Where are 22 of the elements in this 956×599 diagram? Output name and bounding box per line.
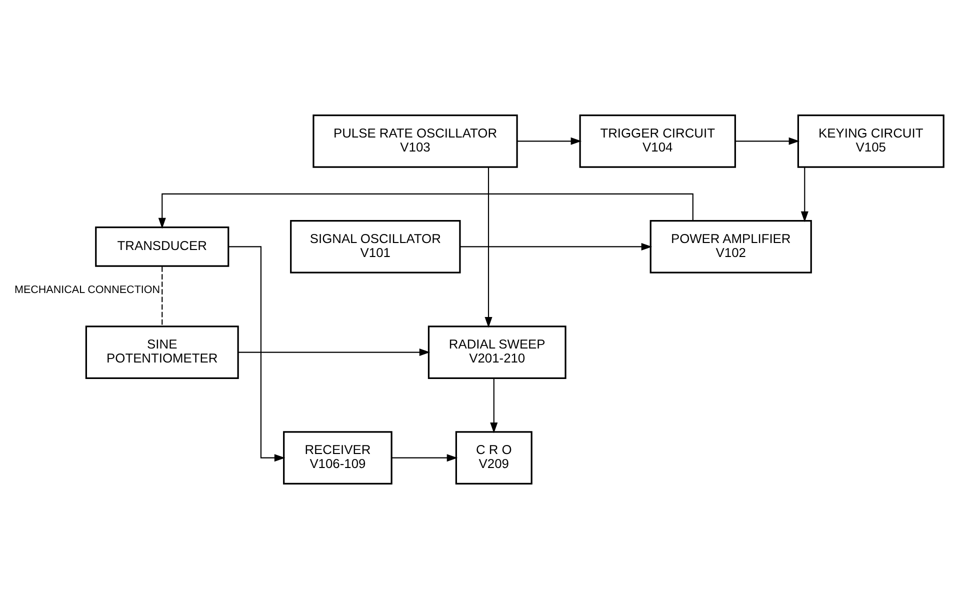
node-box: TRIGGER CIRCUIT V104 — [579, 114, 736, 168]
arrow — [460, 242, 652, 250]
arrow — [484, 167, 492, 328]
arrow — [517, 137, 582, 145]
arrow — [238, 348, 430, 356]
connector — [162, 266, 163, 326]
arrow — [158, 193, 694, 229]
node-box: KEYING CIRCUIT V105 — [797, 114, 944, 168]
node-box: PULSE RATE OSCILLATOR V103 — [312, 114, 518, 168]
node-box: RADIAL SWEEP V201-210 — [428, 326, 566, 379]
arrow — [228, 246, 286, 462]
arrow — [490, 378, 498, 434]
edge-label: MECHANICAL CONNECTION — [14, 284, 160, 296]
node-box: TRANSDUCER — [95, 226, 230, 267]
node-box: POWER AMPLIFIER V102 — [650, 220, 812, 274]
node-box: SINE POTENTIOMETER — [85, 326, 239, 379]
arrow — [392, 454, 458, 462]
node-box: RECEIVER V106-109 — [283, 431, 392, 484]
node-box: SIGNAL OSCILLATOR V101 — [290, 220, 461, 274]
node-box: C R O V209 — [455, 431, 532, 484]
arrow — [800, 167, 808, 222]
arrow — [735, 137, 800, 145]
